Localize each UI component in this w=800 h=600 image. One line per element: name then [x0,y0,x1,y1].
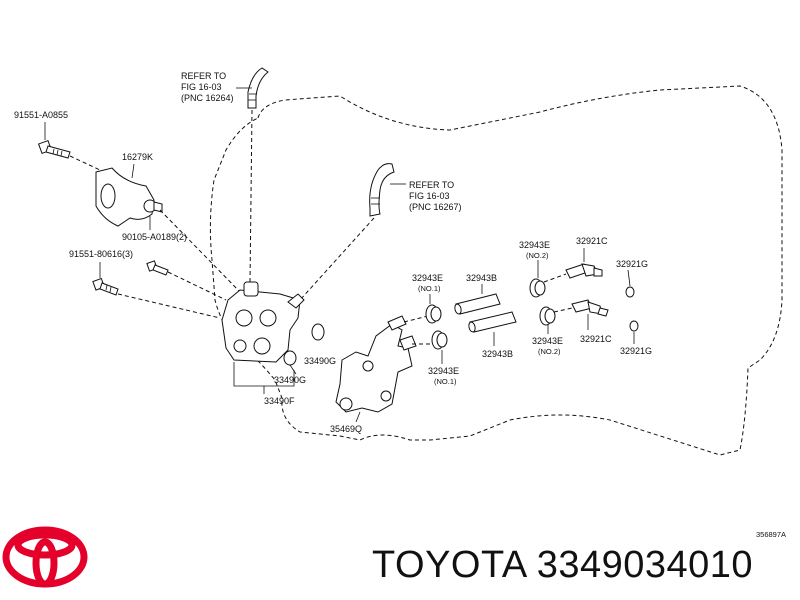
label-32943E-no2-a: 32943E [519,240,550,250]
label-16279K: 16279K [122,152,153,162]
label-32943E-no1-a: 32943E [412,273,443,283]
label-32943E-no1-b: 32943E [428,366,459,376]
gasket-32921G-a [625,286,635,298]
clamp-32943E-no2-b [539,306,556,326]
diagram-code: 356897A [756,530,786,539]
label-32921C-a: 32921C [576,236,608,246]
qual-32943E-no1-a: (NO.1) [418,284,441,293]
part-number: 3349034010 [536,544,754,586]
footer-title: TOYOTA 3349034010 [372,544,753,587]
label-32921G-b: 32921G [620,346,652,356]
clamp-32943E-no2-a [529,278,546,298]
bracket-35469Q [335,315,417,413]
toyota-logo [2,526,88,588]
refer-mid-line3: (PNC 16267) [409,202,462,212]
label-91551-A0855: 91551-A0855 [14,110,68,120]
label-32943B-a: 32943B [466,273,497,283]
label-33490F: 33490F [264,396,295,406]
bolt-91551-A0855 [37,139,71,159]
bracket-16279K [95,167,163,227]
qual-32943E-no2-a: (NO.2) [526,251,549,260]
qual-32943E-no1-b: (NO.1) [434,377,457,386]
label-91551-80616: 91551-80616(3) [69,249,133,259]
refer-top-line2: FIG 16-03 [181,82,222,92]
oil-cooler-33490F [221,281,305,363]
label-32943B-b: 32943B [482,349,513,359]
o-ring-33490G-a [311,323,325,341]
refer-top-line1: REFER TO [181,71,226,81]
union-32921C-a [565,263,603,279]
label-33490G-a: 33490G [304,356,336,366]
leader-33490F [233,362,295,394]
clamp-32943E-no1-b [431,330,448,350]
o-ring-33490G-b [283,350,297,366]
hose-top [247,67,269,109]
gasket-32921G-b [629,320,639,332]
hose-32943B-a [454,293,501,315]
union-32921C-b [571,299,609,317]
label-35469Q: 35469Q [330,424,362,434]
label-32921G-a: 32921G [616,259,648,269]
refer-mid-line2: FIG 16-03 [409,191,450,201]
label-33490G-b: 33490G [274,375,306,385]
label-90105-A0189: 90105-A0189(2) [122,232,187,242]
bolt-small-1 [146,260,169,276]
label-32943E-no2-b: 32943E [532,336,563,346]
hose-32943B-b [468,311,517,333]
brand-name: TOYOTA [372,544,526,586]
transmission-outline [209,85,783,456]
bolt-91551-80616 [92,277,119,296]
refer-mid-line1: REFER TO [409,180,454,190]
refer-top-line3: (PNC 16264) [181,93,234,103]
hose-mid [369,163,395,217]
clamp-32943E-no1-a [425,304,442,324]
label-32921C-b: 32921C [580,334,612,344]
qual-32943E-no2-b: (NO.2) [538,347,561,356]
